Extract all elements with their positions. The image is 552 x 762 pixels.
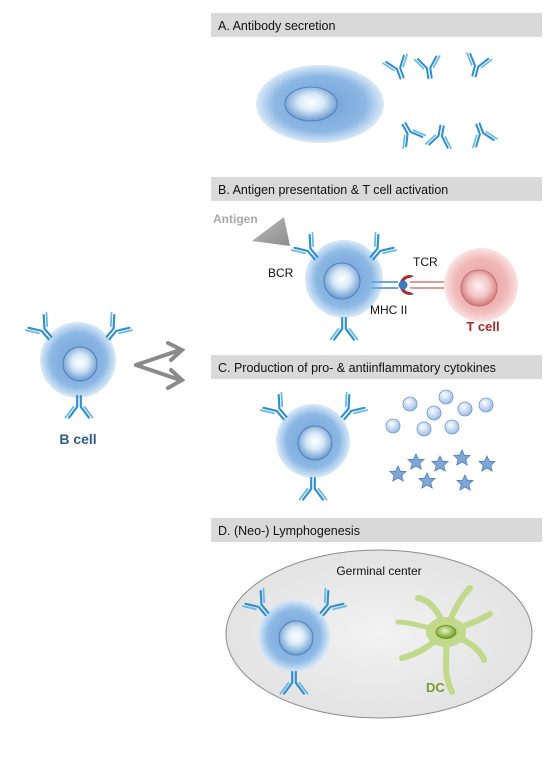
dendritic-cell-icon: [395, 585, 493, 695]
panel-b-header: [211, 177, 542, 201]
plasma-cell-icon: [256, 65, 384, 143]
panel-c-title: C. Production of pro- & antiinflammatory…: [218, 361, 496, 375]
antigen-triangle-icon: [252, 217, 290, 246]
mhc2-label: MHC II: [370, 303, 407, 317]
germinal-center-area: [225, 549, 533, 719]
antigen-label: Antigen: [213, 212, 258, 226]
panel-d-title: D. (Neo-) Lymphogenesis: [218, 524, 360, 538]
germinal-b-cell: [241, 587, 348, 695]
panel-a-header: [211, 13, 542, 37]
presenting-b-cell: [290, 231, 398, 341]
panel-d-header: [211, 518, 542, 542]
secreted-antibodies: [382, 51, 498, 150]
left-b-cell: [24, 311, 134, 419]
panel-c-header: [211, 355, 542, 379]
panel-a-title: A. Antibody secretion: [218, 19, 335, 33]
cytokine-stars: [389, 449, 496, 491]
t-cell-icon: [444, 248, 518, 322]
mhc-tcr-synapse: [372, 275, 446, 295]
b-cell-label: B cell: [59, 431, 96, 447]
cytokine-spheres: [385, 389, 494, 437]
t-cell-label: T cell: [466, 319, 499, 334]
cytokine-b-cell: [259, 391, 369, 501]
bcr-label: BCR: [268, 266, 294, 280]
germinal-center-label: Germinal center: [336, 564, 421, 578]
panel-b-title: B. Antigen presentation & T cell activat…: [218, 183, 448, 197]
double-arrow-icon: [134, 341, 186, 390]
dc-label: DC: [426, 680, 445, 695]
tcr-label: TCR: [413, 255, 438, 269]
